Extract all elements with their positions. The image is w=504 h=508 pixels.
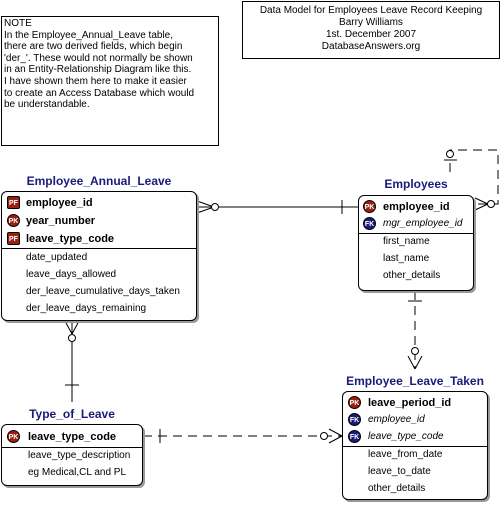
attribute: der_leave_cumulative_days_taken [26,286,180,297]
fk-key-icon: FK [348,413,361,426]
key-attribute: leave_period_id [368,397,452,409]
key-attribute: year_number [26,215,96,227]
attribute: leave_days_allowed [26,269,117,280]
pk-key-icon: PK [348,396,361,409]
note-line: there are two derived fields, which begi… [4,41,183,53]
diagram-title: Data Model for Employees Leave Record Ke… [259,5,483,16]
key-divider [343,446,487,447]
fk-key-icon: FK [348,430,361,443]
attribute: leave_to_date [368,466,431,477]
key-divider [359,233,473,234]
title-block: Data Model for Employees Leave Record Ke… [242,1,500,59]
entity-type-of-leave[interactable]: Type_of_Leave PK leave_type_code leave_t… [1,402,143,486]
entity-employee-annual-leave[interactable]: Employee_Annual_Leave PF employee_id PK … [1,171,197,321]
entity-body: PK employee_id FK mgr_employee_id first_… [358,195,474,291]
note-line: I have shown them here to make it easier [4,75,187,87]
attribute: der_leave_days_remaining [26,303,147,314]
entity-employee-leave-taken[interactable]: Employee_Leave_Taken PK leave_period_id … [342,369,488,500]
pk-key-icon: PK [7,430,20,443]
key-divider [2,447,142,448]
fk-attribute: mgr_employee_id [383,218,463,229]
note-line: In the Employee_Annual_Leave table, [4,29,174,41]
note-line: in an Entity-Relationship Diagram like t… [4,64,192,76]
date: 1st. December 2007 [325,29,417,40]
entity-title: Employee_Annual_Leave [26,174,172,188]
fk-attribute: leave_type_code [368,431,444,442]
entity-title: Type_of_Leave [29,407,115,421]
author: Barry Williams [339,17,403,28]
entity-employees[interactable]: Employees PK employee_id FK mgr_employee… [358,172,474,291]
attribute: leave_from_date [368,449,443,460]
entity-title: Employee_Leave_Taken [346,374,484,388]
note-line: to create an Access Database which would [4,87,195,99]
attribute: other_details [383,270,441,281]
attribute: other_details [368,483,426,494]
attribute: last_name [383,253,430,264]
pk-key-icon: PK [7,214,20,227]
key-attribute: employee_id [26,197,93,209]
fk-attribute: employee_id [368,414,425,425]
key-attribute: leave_type_code [28,431,117,443]
entity-body: PK leave_period_id FK employee_id FK lea… [342,391,488,500]
note-box: NOTE In the Employee_Annual_Leave table,… [1,16,219,146]
entity-body: PF employee_id PK year_number PF leave_t… [1,191,197,321]
pk-key-icon: PK [363,200,376,213]
pf-key-icon: PF [7,232,20,245]
entity-body: PK leave_type_code leave_type_descriptio… [1,424,143,486]
key-divider [2,248,196,249]
note-line: NOTE [4,18,32,29]
note-line: 'der_'. These would not normally be show… [4,52,193,64]
attribute: first_name [383,236,430,247]
attribute: leave_type_description [28,450,131,461]
note-line: be understandable. [4,99,90,111]
attribute: eg Medical,CL and PL [28,467,127,478]
entity-title: Employees [384,177,448,191]
pf-key-icon: PF [7,196,20,209]
attribute: date_updated [26,252,88,263]
website: DatabaseAnswers.org [321,41,421,52]
key-attribute: employee_id [383,201,450,213]
key-attribute: leave_type_code [26,233,115,245]
fk-key-icon: FK [363,217,376,230]
